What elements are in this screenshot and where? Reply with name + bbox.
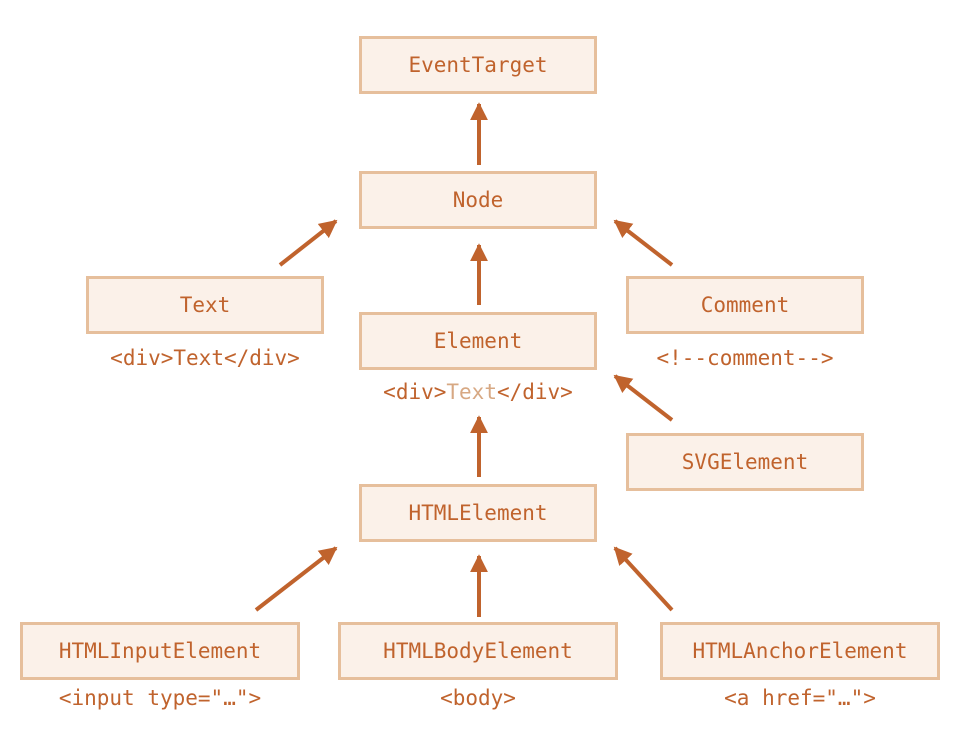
node-html-element: HTMLElement [359,484,597,542]
arrow-text-to-node [278,219,338,267]
caption-html-anchor-element: <a href="…"> [724,686,876,710]
caption-comment: <!--comment--> [656,346,834,370]
caption-html-body-element: <body> [440,686,516,710]
arrow-comment-to-node [613,219,674,267]
arrow-input-to-htmlelement [254,546,338,612]
caption-element-open: <div> [383,380,447,404]
node-text: Text [86,276,324,334]
caption-html-input-element: <input type="…"> [58,686,262,710]
node-html-input-element: HTMLInputElement [20,622,300,680]
caption-element-inner: Text [446,380,497,404]
caption-element: <div>Text</div> [359,380,597,404]
node-node: Node [359,171,597,229]
node-svg-element: SVGElement [626,433,864,491]
caption-element-close: </div> [496,380,573,404]
node-html-body-element: HTMLBodyElement [338,622,618,680]
node-comment: Comment [626,276,864,334]
node-html-anchor-element: HTMLAnchorElement [660,622,940,680]
arrow-anchor-to-htmlelement [613,546,674,612]
node-event-target: EventTarget [359,36,597,94]
node-element: Element [359,312,597,370]
arrow-svgelement-to-element [613,374,674,422]
caption-text: <div>Text</div> [110,346,300,370]
